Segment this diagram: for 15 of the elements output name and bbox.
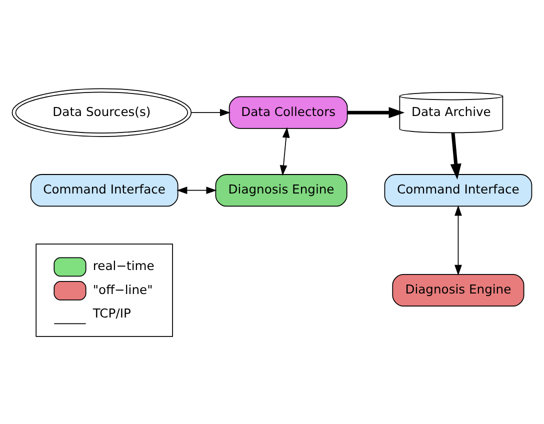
node-box: Data Collectors <box>228 96 348 128</box>
node-ellipse: Data Sources(s) <box>12 88 192 136</box>
arrow <box>176 186 217 194</box>
arrow <box>454 204 462 275</box>
legend-label: real−time <box>92 258 154 273</box>
legend-label: "off−line" <box>92 282 153 296</box>
arrow <box>190 108 231 116</box>
node-box: Diagnosis Engine <box>215 174 348 206</box>
arrow <box>450 132 462 180</box>
arrow <box>347 106 405 118</box>
node-box: Command Interface <box>30 174 178 206</box>
node-box: Diagnosis Engine <box>392 273 524 306</box>
arrow <box>280 126 290 176</box>
legend-label: TCP/IP <box>92 306 131 320</box>
node-box: Command Interface <box>384 174 532 206</box>
